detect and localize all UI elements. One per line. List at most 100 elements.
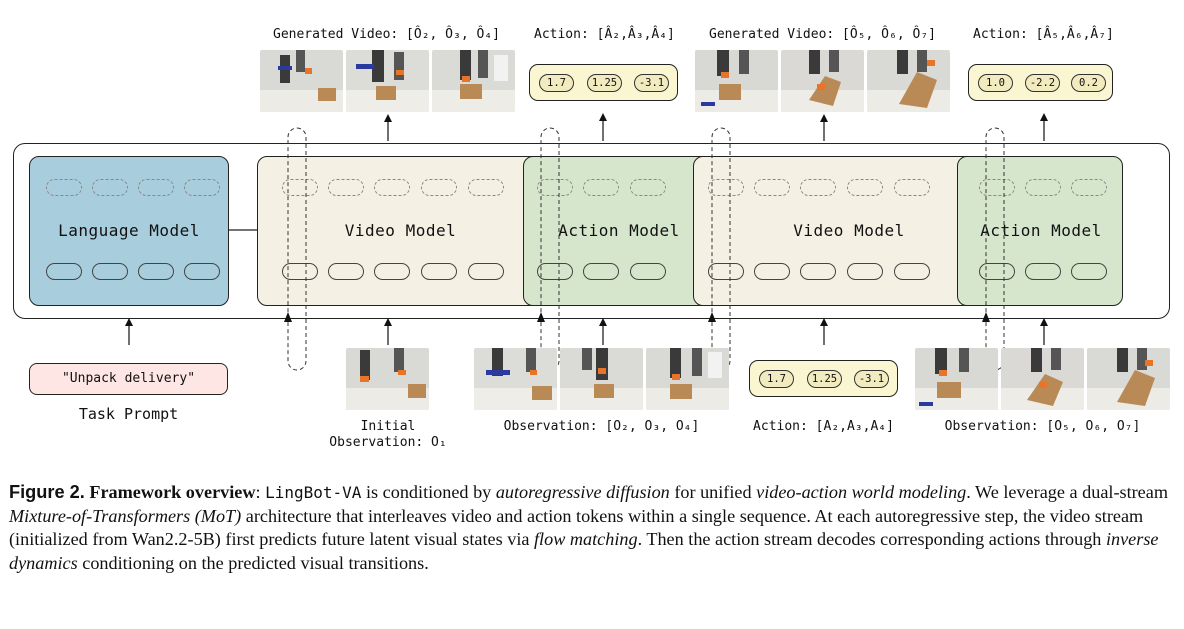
input-token bbox=[1025, 263, 1061, 280]
input-token bbox=[374, 263, 410, 280]
action-value-pill: -3.1 bbox=[634, 74, 669, 92]
observation-frame-image bbox=[1001, 348, 1084, 410]
latent-token bbox=[184, 179, 220, 196]
latent-token bbox=[328, 179, 364, 196]
input-token bbox=[708, 263, 744, 280]
caption-text: : bbox=[255, 482, 266, 502]
action-value-pill: 1.25 bbox=[587, 74, 622, 92]
latent-token bbox=[1071, 179, 1107, 196]
caption-code: LingBot-VA bbox=[265, 483, 362, 502]
action-hat-label-1: Action: [Â₂,Â₃,Â₄] bbox=[534, 27, 675, 42]
latent-token bbox=[800, 179, 836, 196]
latent-token bbox=[468, 179, 504, 196]
input-token bbox=[800, 263, 836, 280]
action-hat-label-2: Action: [Â₅,Â₆,Â₇] bbox=[973, 27, 1114, 42]
input-token bbox=[138, 263, 174, 280]
caption-text: is conditioned by bbox=[361, 482, 496, 502]
initial-observation-image bbox=[346, 348, 429, 410]
video-model-title-2: Video Model bbox=[793, 221, 905, 240]
predicted-action-box-1: 1.7 1.25 -3.1 bbox=[529, 64, 678, 101]
language-model-block: Language Model bbox=[29, 156, 229, 306]
action-input-box: 1.7 1.25 -3.1 bbox=[749, 360, 898, 397]
latent-token bbox=[46, 179, 82, 196]
action-value-pill: 0.2 bbox=[1071, 74, 1106, 92]
action-model-title-2: Action Model bbox=[980, 221, 1102, 240]
caption-italic: flow matching bbox=[534, 529, 638, 549]
caption-italic: video-action world modeling bbox=[756, 482, 967, 502]
input-token bbox=[754, 263, 790, 280]
observation-frame-image bbox=[1087, 348, 1170, 410]
observation-frame-image bbox=[474, 348, 557, 410]
caption-text: conditioning on the predicted visual tra… bbox=[77, 552, 429, 573]
task-prompt-box: "Unpack delivery" bbox=[29, 363, 228, 395]
caption-text: . Then the action stream decodes corresp… bbox=[637, 529, 1106, 549]
action-value-pill: 1.0 bbox=[978, 74, 1013, 92]
action-value-pill: 1.7 bbox=[539, 74, 574, 92]
input-token bbox=[847, 263, 883, 280]
input-token bbox=[468, 263, 504, 280]
latent-token bbox=[754, 179, 790, 196]
observation-label-1: Observation: [O₂, O₃, O₄] bbox=[503, 419, 700, 434]
action-value-pill: -3.1 bbox=[854, 370, 889, 388]
generated-video-label-2: Generated Video: [Ô₅, Ô₆, Ô₇] bbox=[709, 27, 936, 42]
caption-italic: inverse dynamics bbox=[9, 529, 1159, 573]
action-model-block-1: Action Model bbox=[523, 156, 713, 306]
latent-token bbox=[630, 179, 666, 196]
model-pipeline-container bbox=[13, 143, 1170, 319]
observation-frame-image bbox=[915, 348, 998, 410]
generated-frame-image bbox=[346, 50, 429, 112]
caption-text: . We leverage a dual-stream bbox=[966, 482, 1168, 502]
input-token bbox=[537, 263, 573, 280]
observation-frame-image bbox=[560, 348, 643, 410]
input-token bbox=[46, 263, 82, 280]
observation-frame-image bbox=[646, 348, 729, 410]
generated-video-label-1: Generated Video: [Ô₂, Ô₃, Ô₄] bbox=[273, 27, 500, 42]
predicted-action-box-2: 1.0 -2.2 0.2 bbox=[968, 64, 1113, 101]
observation-label-2: Observation: [O₅, O₆, O₇] bbox=[944, 419, 1141, 434]
latent-token bbox=[979, 179, 1015, 196]
initial-observation-label-line1: Initial bbox=[360, 419, 416, 434]
input-token bbox=[979, 263, 1015, 280]
input-token bbox=[1071, 263, 1107, 280]
latent-token bbox=[537, 179, 573, 196]
video-model-block-2: Video Model bbox=[693, 156, 976, 306]
latent-token bbox=[708, 179, 744, 196]
generated-frame-image bbox=[695, 50, 778, 112]
latent-token bbox=[421, 179, 457, 196]
latent-token bbox=[1025, 179, 1061, 196]
action-value-pill: 1.25 bbox=[807, 370, 842, 388]
latent-token bbox=[847, 179, 883, 196]
caption-italic: autoregressive diffusion bbox=[495, 482, 670, 502]
input-token bbox=[328, 263, 364, 280]
language-model-title: Language Model bbox=[58, 221, 200, 240]
initial-observation-label-line2: Observation: O₁ bbox=[329, 435, 447, 450]
input-token bbox=[583, 263, 619, 280]
task-prompt-label: Task Prompt bbox=[78, 405, 179, 423]
action-model-block-2: Action Model bbox=[957, 156, 1123, 306]
caption-text: architecture that interleaves video and … bbox=[9, 505, 1144, 550]
action-value-pill: -2.2 bbox=[1025, 74, 1060, 92]
caption-italic: Mixture-of-Transformers (MoT) bbox=[9, 505, 242, 526]
video-model-title-1: Video Model bbox=[344, 221, 457, 240]
input-token bbox=[894, 263, 930, 280]
action-model-title-1: Action Model bbox=[558, 221, 680, 240]
latent-token bbox=[92, 179, 128, 196]
caption-text: for unified bbox=[669, 482, 757, 502]
generated-frame-image bbox=[432, 50, 515, 112]
generated-frame-image bbox=[867, 50, 950, 112]
latent-token bbox=[583, 179, 619, 196]
input-token bbox=[184, 263, 220, 280]
caption-bold-title: Framework overview bbox=[89, 482, 256, 502]
input-token bbox=[282, 263, 318, 280]
input-token bbox=[630, 263, 666, 280]
input-token bbox=[421, 263, 457, 280]
figure-caption: Figure 2. Framework overview: LingBot-VA… bbox=[9, 481, 1179, 575]
action-value-pill: 1.7 bbox=[759, 370, 794, 388]
generated-frame-image bbox=[781, 50, 864, 112]
input-token bbox=[92, 263, 128, 280]
figure-label: Figure 2. bbox=[9, 482, 85, 502]
generated-frame-image bbox=[260, 50, 343, 112]
latent-token bbox=[282, 179, 318, 196]
latent-token bbox=[374, 179, 410, 196]
latent-token bbox=[138, 179, 174, 196]
